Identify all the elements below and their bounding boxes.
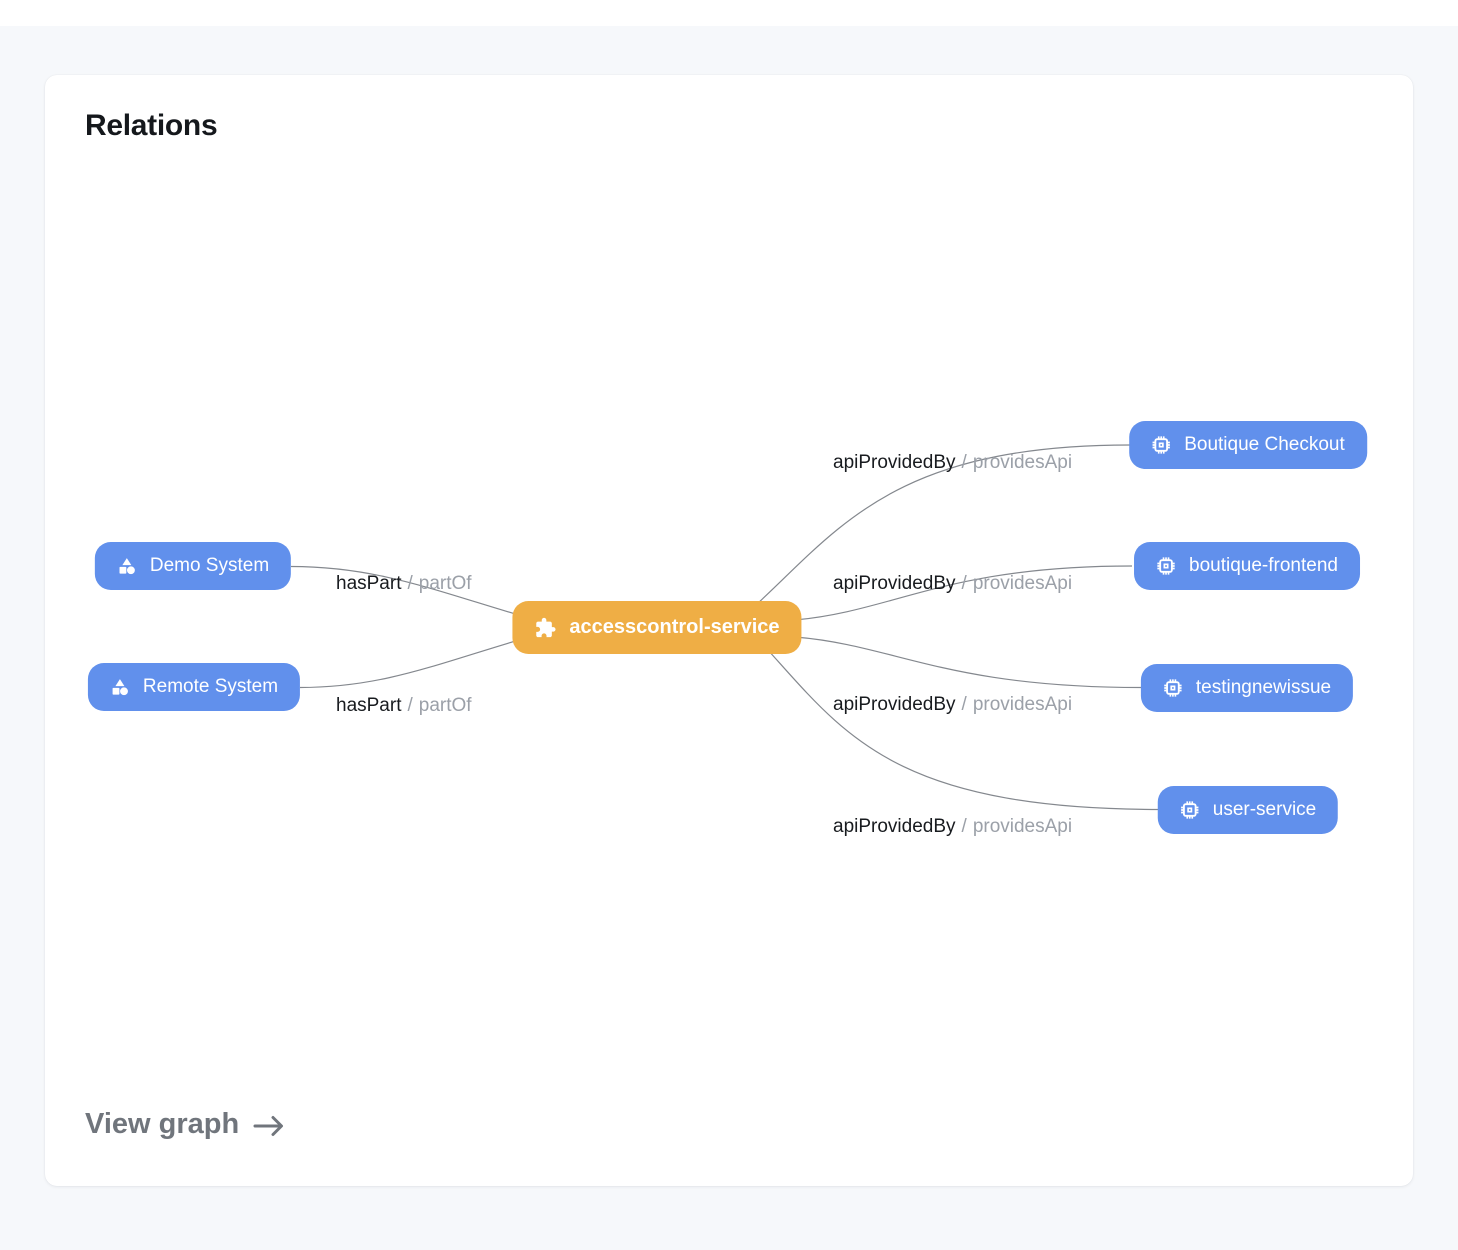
edge-label-primary: hasPart (336, 695, 402, 716)
edge-user-service (766, 648, 1162, 811)
edge-label-secondary: providesApi (972, 452, 1073, 473)
node-label: Boutique Checkout (1184, 434, 1345, 455)
edge-label-secondary: partOf (418, 573, 472, 594)
shapes-icon (110, 677, 130, 697)
edge-label-separator: / (961, 816, 967, 837)
edge-label-separator: / (961, 694, 967, 715)
node-testingnewissue[interactable]: testingnewissue (1140, 664, 1354, 712)
edge-label-separator: / (407, 695, 413, 716)
puzzle-icon (534, 617, 556, 639)
edge-label-haspart: hasPart / partOf (336, 694, 472, 717)
edge-label-separator: / (961, 452, 967, 473)
edge-label-secondary: providesApi (972, 694, 1073, 715)
edge-label-apiprovidedby: apiProvidedBy / providesApi (833, 572, 1072, 595)
node-label: Remote System (142, 676, 279, 697)
node-boutique-frontend[interactable]: boutique-frontend (1134, 542, 1360, 590)
edge-label-apiprovidedby: apiProvidedBy / providesApi (833, 815, 1072, 838)
shapes-icon (117, 556, 137, 576)
edge-label-primary: apiProvidedBy (833, 452, 956, 473)
arrow-right-icon (253, 1116, 284, 1136)
edge-label-apiprovidedby: apiProvidedBy / providesApi (833, 451, 1072, 474)
node-label: accesscontrol-service (569, 616, 780, 638)
node-remote-system[interactable]: Remote System (87, 663, 301, 711)
edge-boutique-frontend (794, 565, 1133, 621)
view-graph-link[interactable]: View graph (85, 1108, 286, 1141)
chip-icon (1163, 678, 1183, 698)
edge-remote-system (299, 630, 551, 689)
edge-label-apiprovidedby: apiProvidedBy / providesApi (833, 693, 1072, 716)
edge-label-primary: apiProvidedBy (833, 573, 956, 594)
edge-label-separator: / (407, 573, 413, 594)
edge-testingnewissue (794, 636, 1142, 689)
node-user-service[interactable]: user-service (1157, 786, 1339, 834)
card-title: Relations (85, 109, 218, 142)
edge-boutique-checkout (744, 444, 1131, 616)
edge-label-primary: apiProvidedBy (833, 694, 956, 715)
edge-label-haspart: hasPart / partOf (336, 572, 472, 595)
node-accesscontrol-service[interactable]: accesscontrol-service (512, 601, 802, 654)
relations-graph: hasPart / partOf hasPart / partOf apiPro… (45, 75, 1413, 1186)
edge-label-separator: / (961, 573, 967, 594)
relation-edges (290, 444, 1162, 811)
node-label: boutique-frontend (1189, 555, 1338, 576)
edge-demo-system (290, 565, 551, 625)
node-label: Demo System (149, 555, 270, 576)
chip-icon (1180, 800, 1200, 820)
relations-card: Relations hasPart / partOf hasPart / par… (45, 75, 1413, 1186)
node-label: testingnewissue (1195, 677, 1332, 698)
node-label: user-service (1212, 799, 1317, 820)
node-demo-system[interactable]: Demo System (94, 542, 292, 590)
chip-icon (1156, 556, 1176, 576)
chip-icon (1151, 435, 1171, 455)
edge-label-secondary: providesApi (972, 573, 1073, 594)
edge-label-primary: apiProvidedBy (833, 816, 956, 837)
edge-label-secondary: providesApi (972, 816, 1073, 837)
edge-label-primary: hasPart (336, 573, 402, 594)
edge-label-secondary: partOf (418, 695, 472, 716)
node-boutique-checkout[interactable]: Boutique Checkout (1129, 421, 1367, 469)
view-graph-label: View graph (85, 1108, 240, 1140)
